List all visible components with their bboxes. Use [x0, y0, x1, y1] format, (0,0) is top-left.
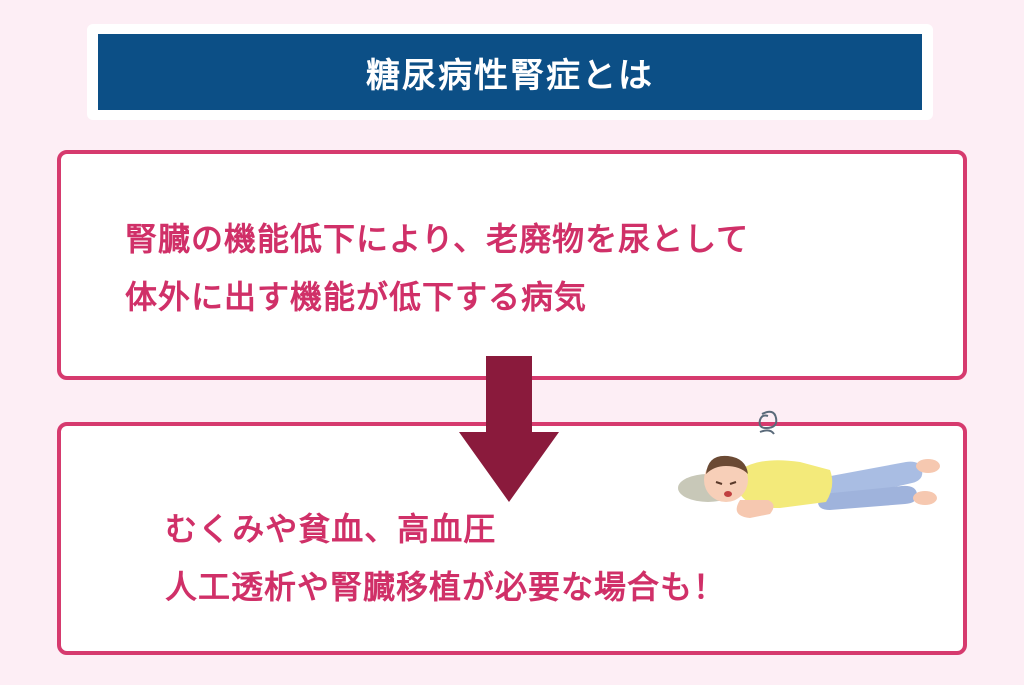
sick-person-lying-down-icon: [678, 410, 940, 518]
consequence-line-2: 人工透析や腎臓移植が必要な場合も！: [165, 568, 727, 606]
definition-line-2: 体外に出す機能が低下する病気: [125, 278, 588, 316]
consequence-text: むくみや貧血、高血圧 人工透析や腎臓移植が必要な場合も！: [165, 500, 726, 616]
definition-line-1: 腎臓の機能低下により、老廃物を尿として: [125, 220, 750, 258]
page-title: 糖尿病性腎症とは: [366, 55, 654, 96]
definition-text: 腎臓の機能低下により、老廃物を尿として 体外に出す機能が低下する病気: [125, 210, 749, 326]
definition-box: 腎臓の機能低下により、老廃物を尿として 体外に出す機能が低下する病気: [57, 150, 967, 380]
down-arrow-icon: [459, 356, 559, 502]
title-bar: 糖尿病性腎症とは: [98, 34, 922, 110]
consequence-line-1: むくみや貧血、高血圧: [165, 510, 497, 548]
